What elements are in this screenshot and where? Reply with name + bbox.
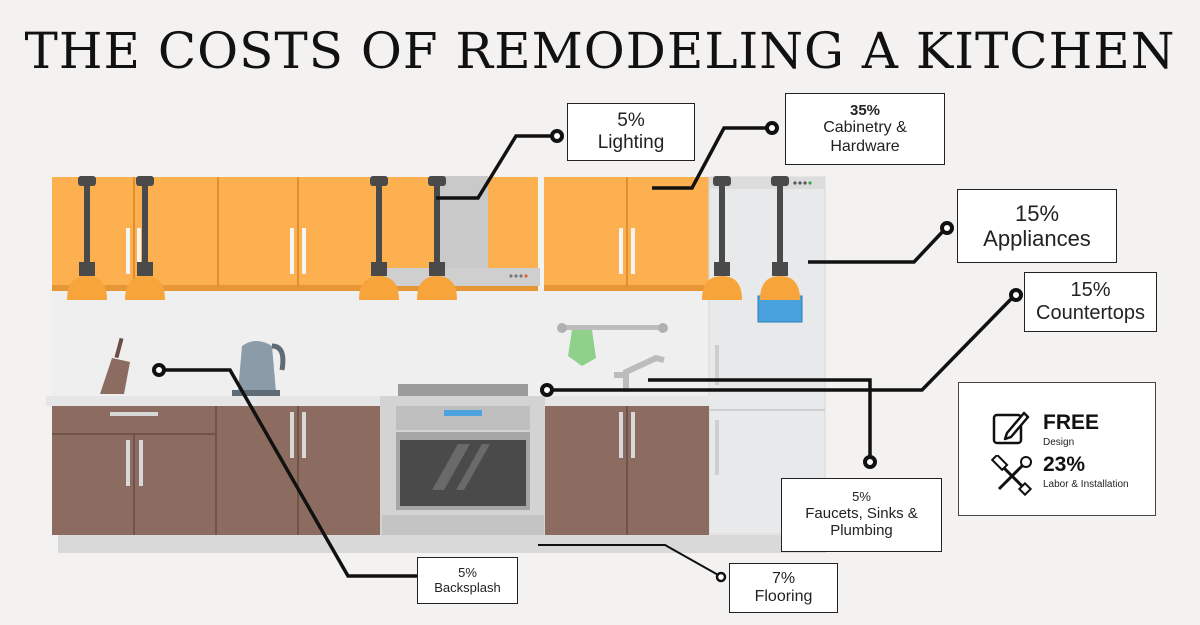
faucets-line2: Plumbing <box>830 522 893 540</box>
appliances-name: Appliances <box>983 226 1091 251</box>
flooring-label: 7% Flooring <box>729 563 838 613</box>
page-title: THE COSTS OF REMODELING A KITCHEN <box>24 22 1176 80</box>
refrigerator <box>708 176 826 535</box>
countertops-label: 15% Countertops <box>1024 272 1157 332</box>
edit-icon <box>992 411 1030 445</box>
pendant-lamps <box>67 176 800 300</box>
backsplash-leader <box>160 368 418 578</box>
towel-rack <box>557 323 668 366</box>
cabinetry-label: 35% Cabinetry & Hardware <box>785 93 945 165</box>
lower-cabinets-left <box>52 406 380 535</box>
tools-icon <box>991 455 1033 497</box>
cabinetry-line1: Cabinetry & <box>823 119 907 137</box>
faucets-pct: 5% <box>852 489 871 505</box>
countertops-leader <box>547 294 1016 392</box>
lower-cabinets-right <box>545 406 709 535</box>
cabinetry-line2: Hardware <box>830 137 900 155</box>
appliances-label: 15% Appliances <box>957 189 1117 263</box>
faucet <box>614 354 665 392</box>
faucets-label: 5% Faucets, Sinks & Plumbing <box>781 478 942 552</box>
flooring-leader <box>538 544 721 577</box>
cabinetry-leader <box>652 126 771 190</box>
countertops-name: Countertops <box>1036 302 1145 324</box>
lighting-pct: 5% <box>617 110 645 132</box>
countertops-pct: 15% <box>1070 279 1111 301</box>
faucets-line1: Faucets, Sinks & <box>805 505 918 523</box>
callout-leader-lines <box>152 121 1023 583</box>
lighting-leader <box>436 134 557 200</box>
backsplash-pct: 5% <box>458 564 477 580</box>
labor-value: 23% <box>1043 453 1086 476</box>
kettle <box>232 341 286 396</box>
flooring-pct: 7% <box>771 569 796 587</box>
cabinetry-pct: 35% <box>849 101 881 119</box>
design-label: Design <box>1043 437 1075 448</box>
flooring-name: Flooring <box>754 588 813 605</box>
stove-oven <box>380 384 545 535</box>
lighting-name: Lighting <box>597 132 665 153</box>
backsplash-name: Backsplash <box>434 579 501 595</box>
design-value: FREE <box>1043 411 1100 434</box>
upper-cabinet-right <box>544 177 710 291</box>
faucets-leader <box>648 378 872 462</box>
knife-block <box>100 337 130 394</box>
labor-label: Labor & Installation <box>1043 479 1129 490</box>
floor <box>58 535 826 553</box>
appliances-leader <box>808 226 948 264</box>
backsplash-label: 5% Backsplash <box>417 557 518 604</box>
extras-box: FREE Design 23% Labor & Installation <box>958 382 1156 516</box>
appliances-pct: 15% <box>1014 200 1060 226</box>
lighting-label: 5% Lighting <box>567 103 695 161</box>
countertop <box>46 396 710 406</box>
